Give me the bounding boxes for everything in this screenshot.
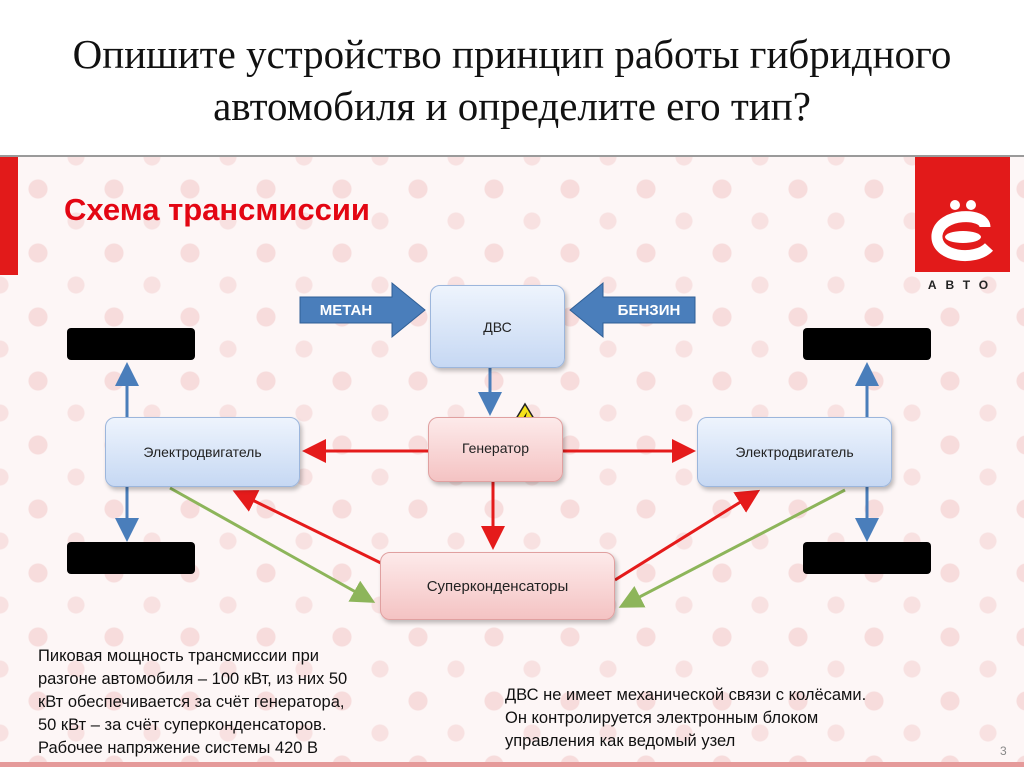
right-motor-box: Электродвигатель [697,417,892,487]
note-line: Он контролируется электронным блоком [505,709,819,727]
note-line: кВт обеспечивается за счёт генератора, [38,693,345,711]
logo [915,157,1010,272]
note-right: ДВС не имеет механической связи с колёса… [505,684,866,753]
wheel-rear-right [803,542,931,574]
arrow-supercaps-right-motor [614,489,761,582]
fuel-arrow-right [569,281,696,339]
wheel-rear-left [67,542,195,574]
arrow-right-motor-supercaps [618,488,846,608]
engine-box: ДВС [430,285,565,368]
title-area: Опишите устройство принцип работы гибрид… [0,0,1024,157]
wheel-front-right [803,328,931,360]
title-line-1: Опишите устройство принцип работы гибрид… [72,31,952,77]
bottom-border [0,762,1024,767]
arrow-supercaps-left-motor [232,490,386,567]
note-line: разгоне автомобиля – 100 кВт, из них 50 [38,670,348,688]
fuel-petrol-label: БЕНЗИН [617,301,681,319]
diagram-heading: Схема трансмиссии [64,192,370,227]
fuel-methane-label: МЕТАН [319,301,373,319]
wheel-front-left [67,328,195,360]
page-number: 3 [1000,744,1007,758]
title-line-2: автомобиля и определите его тип? [213,83,811,129]
fuel-arrow-left [299,281,426,339]
note-left: Пиковая мощность трансмиссии при разгоне… [38,645,347,760]
note-line: Рабочее напряжение системы 420 В [38,739,319,757]
note-line: Пиковая мощность трансмиссии при [38,647,319,665]
arrow-left-motor-supercaps [169,486,376,603]
red-accent-bar [0,157,18,275]
note-line: 50 кВт – за счёт суперконденсаторов. [38,716,327,734]
slide-title: Опишите устройство принцип работы гибрид… [0,28,1024,132]
logo-icon [931,200,994,262]
left-motor-box: Электродвигатель [105,417,300,487]
logo-text: АВТО [927,278,998,292]
generator-box: Генератор [428,417,563,482]
note-line: управления как ведомый узел [505,732,736,750]
note-line: ДВС не имеет механической связи с колёса… [505,686,867,704]
supercapacitors-box: Суперконденсаторы [380,552,615,620]
